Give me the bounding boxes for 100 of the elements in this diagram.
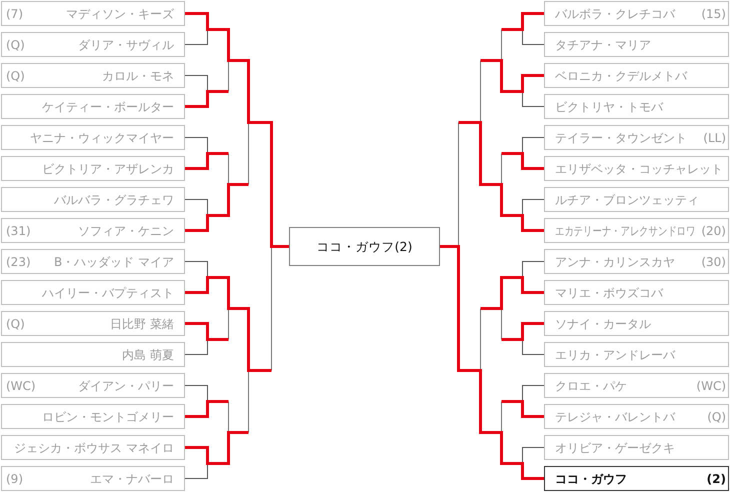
- bracket-line: [522, 447, 544, 464]
- player-name: マリエ・ボウズコバ: [555, 286, 663, 300]
- player-name: アンナ・カリンスカヤ: [555, 255, 675, 269]
- player-name: エカテリーナ・アレクサンドロワ: [555, 224, 696, 238]
- seed-label: (15): [701, 7, 726, 21]
- player-name: ソナイ・カータル: [555, 317, 651, 331]
- player-box: [1, 249, 185, 274]
- bracket-line: [480, 59, 544, 93]
- bracket-line: [185, 12, 289, 248]
- bracket-line: [522, 385, 544, 402]
- player-name: ココ・ガウフ: [555, 472, 627, 486]
- player-name: テイラー・タウンゼント: [555, 131, 687, 145]
- bracket-line: [184, 463, 208, 479]
- player-box: [544, 342, 729, 367]
- player-box: [1, 187, 185, 212]
- player-box: [544, 311, 729, 336]
- player-box: [544, 187, 729, 212]
- bracket-line: [522, 29, 544, 45]
- seed-label: (WC): [6, 379, 36, 393]
- bracket-line: [184, 75, 208, 92]
- player-box: [544, 63, 729, 88]
- player-box: [544, 404, 729, 429]
- player-box: [1, 218, 185, 243]
- player-box: [544, 435, 729, 460]
- player-box: [1, 373, 185, 398]
- seed-label: (Q): [707, 410, 726, 424]
- player-box: [1, 435, 185, 460]
- player-box: [1, 63, 185, 88]
- player-box: [1, 466, 185, 491]
- seed-label: (Q): [6, 317, 25, 331]
- player-name: ダリア・サヴィル: [78, 38, 174, 52]
- bracket-line: [184, 137, 208, 154]
- bracket-line: [458, 121, 544, 232]
- player-name: 日比野 菜緒: [110, 317, 174, 331]
- bracket-line: [184, 261, 208, 278]
- player-box: [1, 32, 185, 57]
- player-name: カロル・モネ: [102, 69, 174, 83]
- bracket-line: [185, 183, 248, 232]
- player-name: バルボラ・クレチコバ: [555, 7, 675, 21]
- seed-label: (9): [6, 472, 23, 486]
- player-box: [1, 280, 185, 305]
- player-box: [1, 94, 185, 119]
- bracket-line: [185, 90, 228, 108]
- player-box: [544, 373, 729, 398]
- player-name: テレジャ・バレントバ: [555, 410, 675, 424]
- bracket-line: [184, 29, 208, 45]
- bracket-line: [185, 276, 272, 372]
- seed-label: (30): [701, 255, 726, 269]
- player-box: [544, 94, 729, 119]
- bracket-line: [502, 12, 544, 31]
- player-name: 内島 萌夏: [122, 348, 174, 362]
- winner-box: [289, 227, 440, 266]
- seed-label: (Q): [6, 69, 25, 83]
- player-box: [1, 1, 185, 26]
- player-name: ジェシカ・ボウサス マネイロ: [14, 441, 174, 455]
- bracket-line: [185, 322, 228, 341]
- player-box: [544, 280, 729, 305]
- player-box: [1, 342, 185, 367]
- bracket-line: [185, 431, 248, 465]
- player-name: オリビア・ゲーゼクキ: [555, 441, 675, 455]
- bracket-line: [502, 400, 544, 418]
- bracket-line: [502, 322, 544, 341]
- bracket-line: [522, 91, 544, 107]
- seed-label: (LL): [703, 131, 726, 145]
- bracket-line: [502, 152, 544, 170]
- player-name: マディソン・キーズ: [66, 7, 174, 21]
- player-box: [1, 156, 185, 181]
- player-box: [1, 125, 185, 150]
- player-box: [544, 249, 729, 274]
- player-box: [544, 156, 729, 181]
- seed-label: (31): [6, 224, 31, 238]
- bracket-line: [184, 385, 208, 402]
- player-name: B・ハッダッド マイア: [54, 255, 174, 269]
- seed-label: (Q): [6, 38, 25, 52]
- player-name: エマ・ナバーロ: [90, 472, 174, 486]
- player-name: ハイリー・バプティスト: [42, 286, 174, 300]
- player-name: クロエ・パケ: [555, 379, 627, 393]
- seed-label: (23): [6, 255, 31, 269]
- player-box: [544, 32, 729, 57]
- player-name: ロビン・モントゴメリー: [42, 410, 174, 424]
- bracket-line: [185, 400, 228, 418]
- player-name: ルチア・ブロンツェッティ: [555, 193, 699, 207]
- player-name: タチアナ・マリア: [555, 38, 651, 52]
- player-box: [544, 1, 729, 26]
- player-box: [544, 466, 729, 491]
- bracket-line: [184, 339, 208, 355]
- player-name: バルバラ・グラチェワ: [54, 193, 174, 207]
- bracket-line: [440, 245, 544, 480]
- bracket-line: [522, 137, 544, 154]
- player-name: ビクトリヤ・トモバ: [555, 100, 663, 114]
- player-name: ビクトリア・アザレンカ: [42, 162, 174, 176]
- player-box: [1, 404, 185, 429]
- bracket-line: [480, 276, 544, 310]
- player-name: ケイティー・ボールター: [42, 100, 174, 114]
- player-box: [1, 311, 185, 336]
- seed-label: (20): [701, 224, 726, 238]
- bracket-line: [522, 261, 544, 278]
- player-name: エリザベッタ・コッチャレット: [555, 162, 723, 176]
- player-name: ソフィア・ケニン: [78, 224, 174, 238]
- seed-label: (WC): [696, 379, 726, 393]
